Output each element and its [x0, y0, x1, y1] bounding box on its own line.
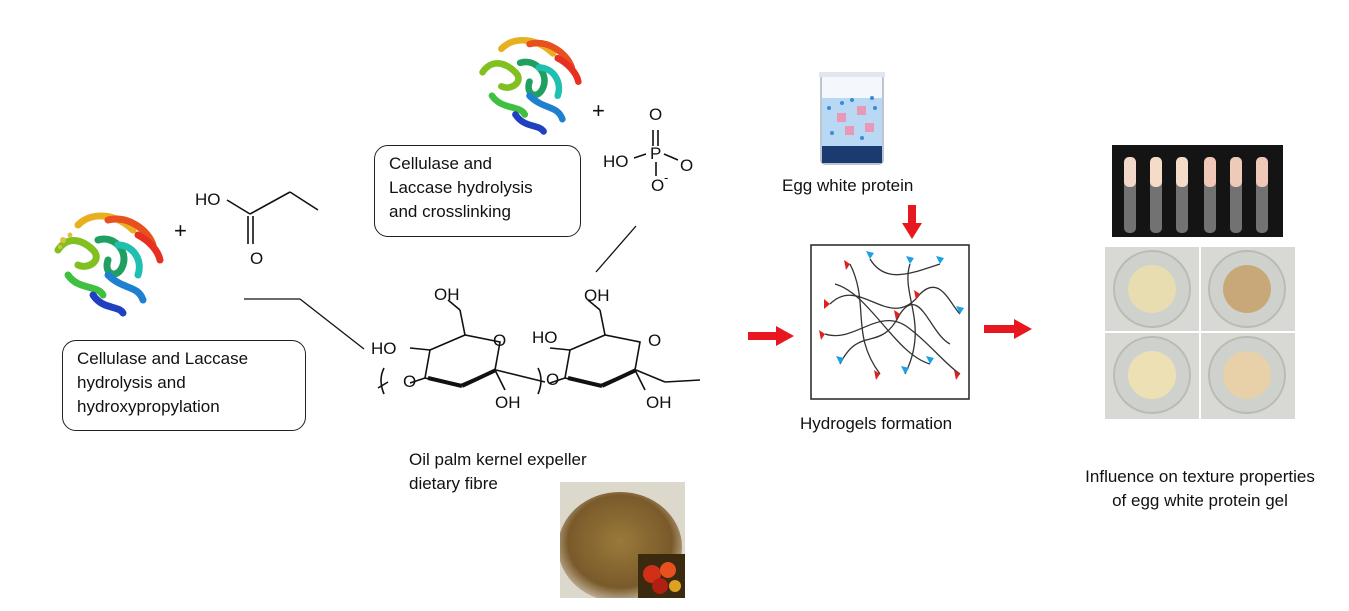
influence-label-line-1: Influence on texture properties: [1085, 467, 1315, 486]
cellulose-o-ring-2: O: [648, 331, 662, 350]
cellulose-oh-2: OH: [495, 393, 521, 412]
plus-sign-top: +: [592, 98, 605, 123]
cellulose-o-link-2: O: [546, 370, 560, 389]
crosslinking-line-1: Cellulase and: [389, 154, 493, 173]
phosphate-p: P: [650, 144, 662, 163]
phosphate-o-right: O: [680, 156, 694, 175]
cellulose-ho-2: HO: [532, 328, 558, 347]
cellulose-oh-4: OH: [646, 393, 672, 412]
crosslinking-line-2: Laccase hydrolysis: [389, 178, 533, 197]
arrow-down-icon: [902, 205, 922, 239]
connector-lines-left: [244, 298, 365, 350]
hydroxypropylation-line-3: hydroxypropylation: [77, 397, 220, 416]
phosphate-o-bottom: O: [651, 176, 665, 195]
hydroxypropylation-line-2: hydrolysis and: [77, 373, 186, 392]
cellulose-structure: [377, 299, 701, 395]
cellulose-ho-1: HO: [371, 339, 397, 358]
arrow-right-icon-2: [984, 319, 1032, 339]
fibre-label: Oil palm kernel expeller dietary fibre: [409, 448, 587, 496]
hydroxypropylation-box: Cellulase and Laccase hydrolysis and hyd…: [62, 340, 306, 431]
cellulose-o-ring-1: O: [493, 331, 507, 350]
hydrogels-label: Hydrogels formation: [800, 414, 953, 433]
acid-ho-label: HO: [195, 190, 221, 209]
gel-samples-photo: [1105, 247, 1295, 419]
enzyme-protein-structure-left: [54, 212, 164, 317]
egg-white-label: Egg white protein: [782, 176, 914, 195]
fibre-powder-photo: [560, 482, 685, 598]
fibre-label-line-2: dietary fibre: [409, 474, 498, 493]
cellulose-oh-3: OH: [584, 286, 610, 305]
hydroxypropylation-line-1: Cellulase and Laccase: [77, 349, 249, 368]
connector-line-phosphate: [595, 225, 637, 273]
phosphate-structure: [633, 130, 679, 176]
egg-white-beaker: [819, 72, 885, 165]
phosphate-o-top: O: [649, 105, 663, 124]
plus-sign-left: +: [174, 218, 187, 243]
enzyme-protein-structure-top: [479, 37, 582, 135]
crosslinking-box: Cellulase and Laccase hydrolysis and cro…: [374, 145, 581, 237]
cellulose-oh-1: OH: [434, 285, 460, 304]
fibre-label-line-1: Oil palm kernel expeller: [409, 450, 587, 469]
phosphate-minus-sign: -: [664, 170, 669, 185]
test-tubes-photo: [1112, 145, 1283, 237]
phosphate-ho: HO: [603, 152, 629, 171]
propionic-acid-structure: [226, 191, 319, 244]
cellulose-o-link-1: O: [403, 372, 417, 391]
hydrogel-network: [810, 244, 970, 400]
acid-o-label: O: [250, 249, 264, 268]
arrow-right-icon-1: [748, 326, 794, 346]
influence-label-line-2: of egg white protein gel: [1112, 491, 1288, 510]
influence-label: Influence on texture properties of egg w…: [1055, 465, 1345, 513]
crosslinking-line-3: and crosslinking: [389, 202, 511, 221]
